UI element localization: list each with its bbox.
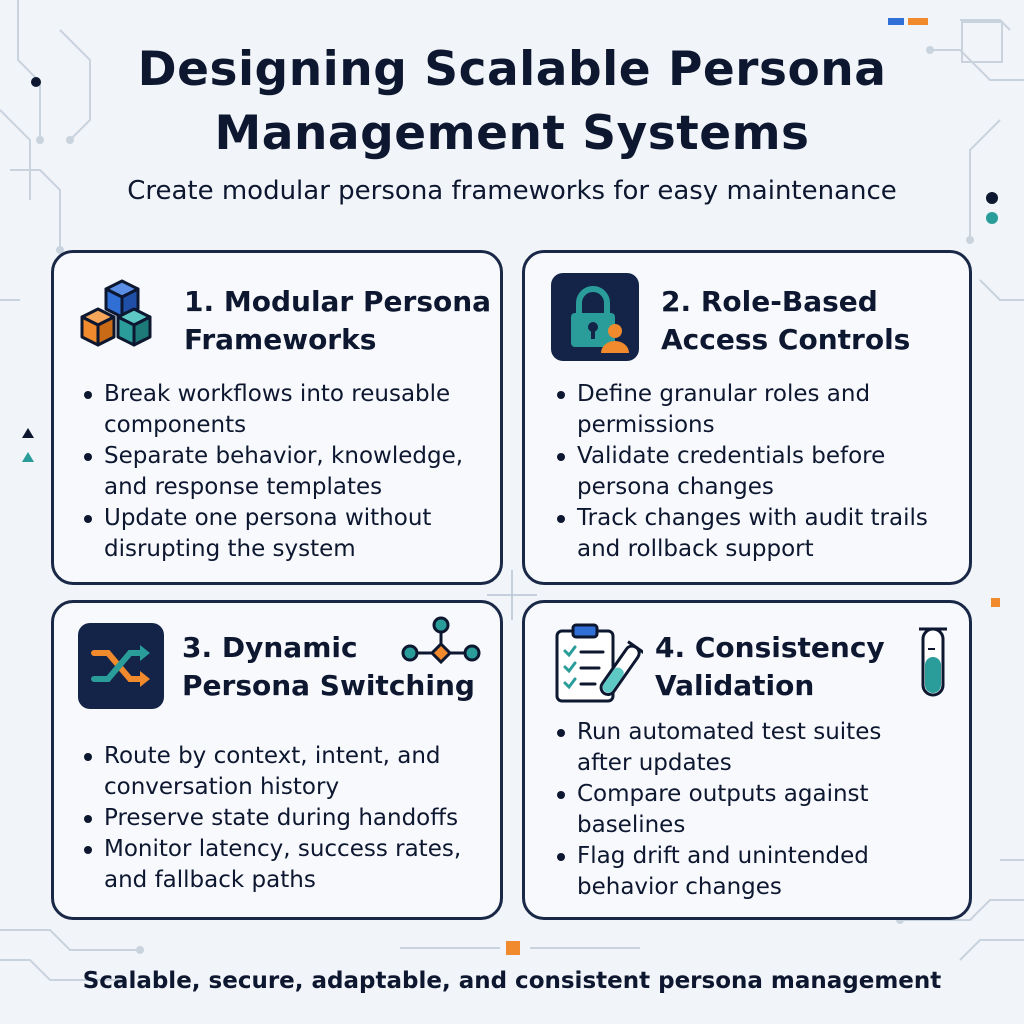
title-line-1: Designing Scalable Persona: [137, 42, 887, 97]
card-modular-persona-frameworks: 1. Modular Persona Frameworks Break work…: [51, 250, 503, 585]
card-title: 1. Modular Persona Frameworks: [184, 285, 492, 356]
lock-user-icon: [551, 273, 639, 361]
title-line-2: Management Systems: [214, 106, 810, 161]
list-item: Monitor latency, success rates,and fallb…: [80, 834, 461, 896]
footer-tagline: Scalable, secure, adaptable, and consist…: [82, 968, 942, 994]
list-item: Separate behavior, knowledge,and respons…: [80, 441, 463, 503]
stacked-cubes-icon: [80, 279, 152, 347]
card-title: 4. Consistency Validation: [655, 631, 885, 702]
list-item: Preserve state during handoffs: [80, 803, 461, 834]
card-consistency-validation: 4. Consistency Validation Run automated …: [522, 600, 972, 920]
page-subtitle: Create modular persona frameworks for ea…: [127, 176, 897, 206]
shuffle-arrows-icon: [78, 623, 164, 709]
card-role-based-access-controls: 2. Role-Based Access Controls Define gra…: [522, 250, 972, 585]
card-title: 2. Role-Based Access Controls: [661, 285, 911, 356]
clipboard-checklist-icon: [555, 623, 643, 703]
page-title: Designing Scalable Persona Management Sy…: [0, 38, 1024, 166]
card-dynamic-persona-switching: 3. Dynamic Persona Switching Route by co…: [51, 600, 503, 920]
node-network-icon: [401, 616, 481, 665]
test-tube-icon: [919, 627, 947, 697]
card-title: 3. Dynamic Persona Switching: [182, 631, 475, 702]
